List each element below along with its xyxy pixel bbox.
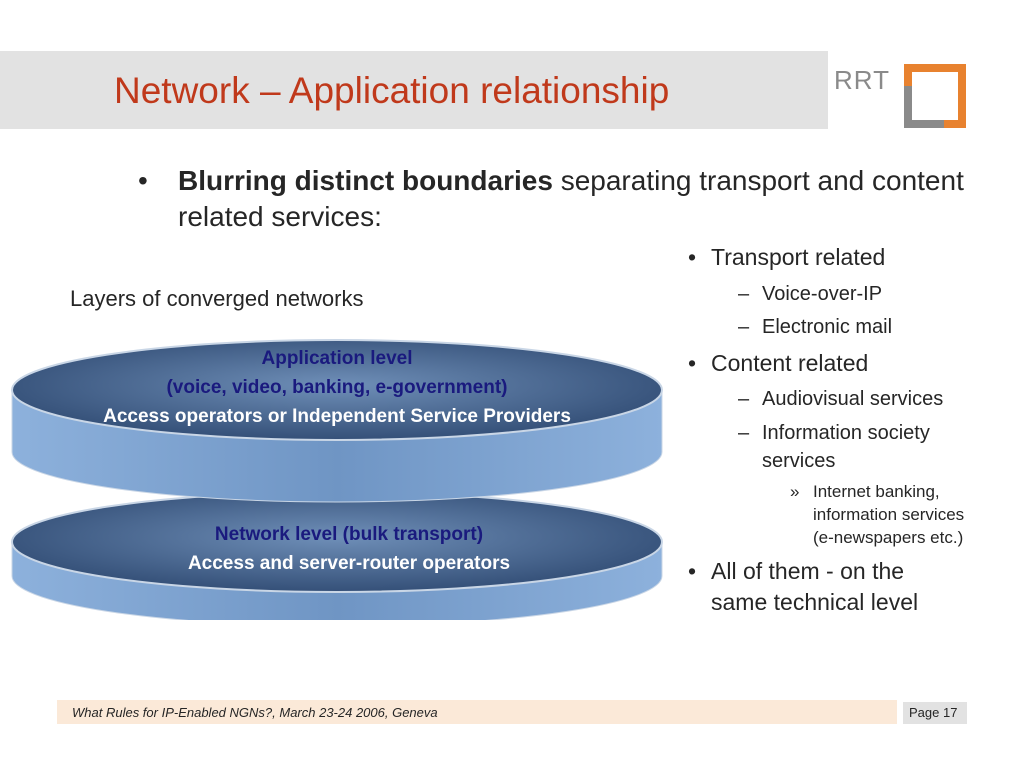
bullet-icon: • <box>688 350 697 376</box>
rrt-logo: RRT <box>834 64 966 128</box>
outline-transport: Transport related <box>711 244 886 270</box>
net-line-1: Network level (bulk transport) <box>214 524 484 545</box>
application-level-label: Application level (voice, video, banking… <box>12 344 662 431</box>
outline-email: Electronic mail <box>762 316 893 338</box>
outline-voip: Voice-over-IP <box>762 283 883 305</box>
app-line-2: (voice, video, banking, e-government) <box>166 377 508 398</box>
lead-bold: Blurring distinct boundaries <box>178 165 553 196</box>
chevron-icon: » <box>790 482 800 501</box>
outline-ib-2: information services <box>813 505 965 524</box>
outline-all-2: same technical level <box>711 589 919 615</box>
lead-rest: separating transport and content related… <box>178 165 964 232</box>
outline-info-1: Information society <box>762 422 930 444</box>
app-line-3: Access operators or Independent Service … <box>103 406 571 427</box>
bullet-icon: • <box>688 558 697 584</box>
logo-square-white <box>912 72 958 120</box>
outline-all-1: All of them - on the <box>711 558 905 584</box>
outline-info-2: services <box>762 450 836 472</box>
app-line-1: Application level <box>261 348 413 369</box>
application-level-disc <box>11 339 663 503</box>
page-number-box <box>903 702 967 724</box>
lead-text: Blurring distinct boundaries separating … <box>178 163 978 235</box>
logo-text: RRT <box>834 65 890 95</box>
network-level-disc <box>11 491 663 620</box>
net-line-2: Access and server-router operators <box>187 553 511 574</box>
dash-icon: – <box>738 388 750 410</box>
dash-icon: – <box>738 316 750 338</box>
outline-av: Audiovisual services <box>762 388 944 410</box>
footer-bar <box>57 700 897 724</box>
outline-ib-3: (e-newspapers etc.) <box>813 528 964 547</box>
outline-ib-1: Internet banking, <box>813 482 940 501</box>
outline-content: Content related <box>711 350 869 376</box>
layers-caption: Layers of converged networks <box>70 286 364 311</box>
bullet-icon: • <box>138 165 148 196</box>
page-number: Page 17 <box>909 705 958 720</box>
bullet-icon: • <box>688 244 697 270</box>
footer-text: What Rules for IP-Enabled NGNs?, March 2… <box>72 705 438 720</box>
dash-icon: – <box>738 283 750 305</box>
slide-title: Network – Application relationship <box>114 70 670 111</box>
network-level-label: Network level (bulk transport) Access an… <box>24 520 674 578</box>
title-bar <box>0 51 828 129</box>
layers-diagram <box>11 339 663 620</box>
dash-icon: – <box>738 422 750 444</box>
